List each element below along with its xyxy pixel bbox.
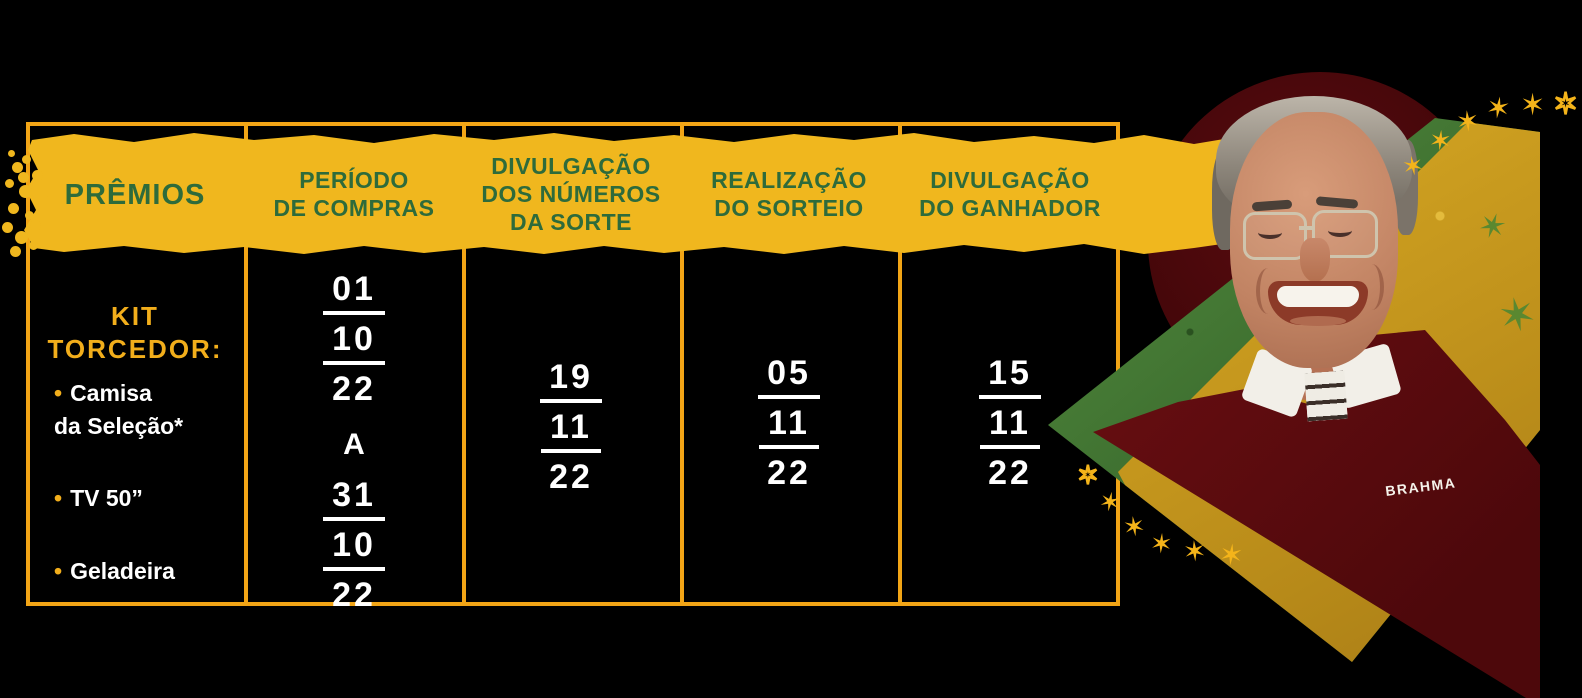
star-icon: ✶ (1149, 528, 1174, 560)
date-month: 11 (541, 410, 601, 453)
star-icon: ✶ (1217, 538, 1245, 574)
bullet-icon: • (54, 557, 63, 584)
star-icon: ✶ (1520, 89, 1546, 122)
date-day: 01 (323, 272, 385, 315)
date-month: 11 (980, 406, 1040, 449)
header-line: DIVULGAÇÃO (930, 167, 1090, 193)
header-line: DE COMPRAS (273, 195, 435, 222)
header-line: DO SORTEIO (714, 195, 864, 222)
date-month: 11 (759, 406, 819, 449)
header-line: PRÊMIOS (64, 179, 206, 211)
date-range-connector: A (343, 428, 365, 461)
column-purchase-period (248, 126, 466, 602)
header-line: REALIZAÇÃO (711, 167, 867, 193)
grunge-header-band (24, 133, 1237, 254)
header-line: DIVULGAÇÃO (491, 153, 651, 179)
star-icon: ✶ (1427, 125, 1453, 157)
paint-splatter (8, 150, 15, 157)
column-draw (684, 126, 902, 602)
prize-item-tv: • TV 50” (54, 482, 244, 515)
header-line: PERÍODO (299, 167, 409, 193)
prizes-list: • Camisa da Seleção* • TV 50” • Geladeira (26, 377, 244, 588)
prize-text: Camisa (70, 380, 152, 406)
prizes-title: KIT TORCEDOR: (26, 300, 244, 365)
column-prizes (30, 126, 248, 602)
header-divulgacao-ganhador: DIVULGAÇÃO DO GANHADOR (900, 166, 1120, 222)
header-premios: PRÊMIOS (26, 178, 244, 213)
star-icon: ✶ (1399, 149, 1427, 183)
header-realizacao-sorteio: REALIZAÇÃO DO SORTEIO (678, 166, 900, 222)
date-day: 15 (979, 356, 1041, 399)
date-day: 31 (323, 478, 385, 521)
prizes-title-line2: TORCEDOR: (47, 333, 223, 364)
purchase-period-cell: 01 10 22 A 31 10 22 (244, 272, 464, 624)
prize-text: Geladeira (70, 557, 175, 584)
header-divulgacao-numeros: DIVULGAÇÃO DOS NÚMEROS DA SORTE (464, 152, 678, 236)
prize-item-geladeira: • Geladeira (54, 555, 244, 588)
header-line: DO GANHADOR (919, 195, 1101, 222)
prize-item-camisa: • Camisa da Seleção* (54, 377, 244, 442)
date-year: 22 (767, 454, 811, 492)
winner-date-cell: 15 11 22 (900, 356, 1120, 502)
date-day: 19 (540, 360, 602, 403)
prizes-title-line1: KIT (111, 301, 159, 331)
bullet-icon: • (54, 380, 63, 406)
prizes-cell: KIT TORCEDOR: • Camisa da Seleção* • TV 50… (26, 300, 244, 628)
date-year: 22 (332, 370, 376, 408)
star-icon: ✶ (1120, 510, 1148, 544)
star-icon: ✶ (1483, 91, 1513, 127)
prize-text: da Seleção* (54, 412, 184, 439)
lucky-numbers-date-cell: 19 11 22 (464, 360, 678, 506)
date-month: 10 (323, 322, 385, 365)
date-day: 05 (758, 356, 820, 399)
header-periodo-compras: PERÍODO DE COMPRAS (244, 166, 464, 222)
star-icon: ✶ (1454, 105, 1481, 138)
draw-date-cell: 05 11 22 (678, 356, 900, 502)
date-year: 22 (988, 454, 1032, 492)
column-lucky-numbers (466, 126, 684, 602)
bullet-icon: • (54, 485, 63, 512)
date-year: 22 (549, 458, 593, 496)
prize-text: TV 50” (70, 485, 143, 512)
header-line: DOS NÚMEROS (481, 181, 661, 208)
star-outline-icon: ✶ (1552, 88, 1580, 121)
star-icon: ✶ (1181, 535, 1208, 568)
date-month: 10 (323, 528, 385, 571)
date-year: 22 (332, 576, 376, 614)
star-outline-icon: ✶ (1076, 460, 1100, 490)
header-line: DA SORTE (510, 209, 632, 236)
star-icon: ✶ (1096, 485, 1124, 519)
